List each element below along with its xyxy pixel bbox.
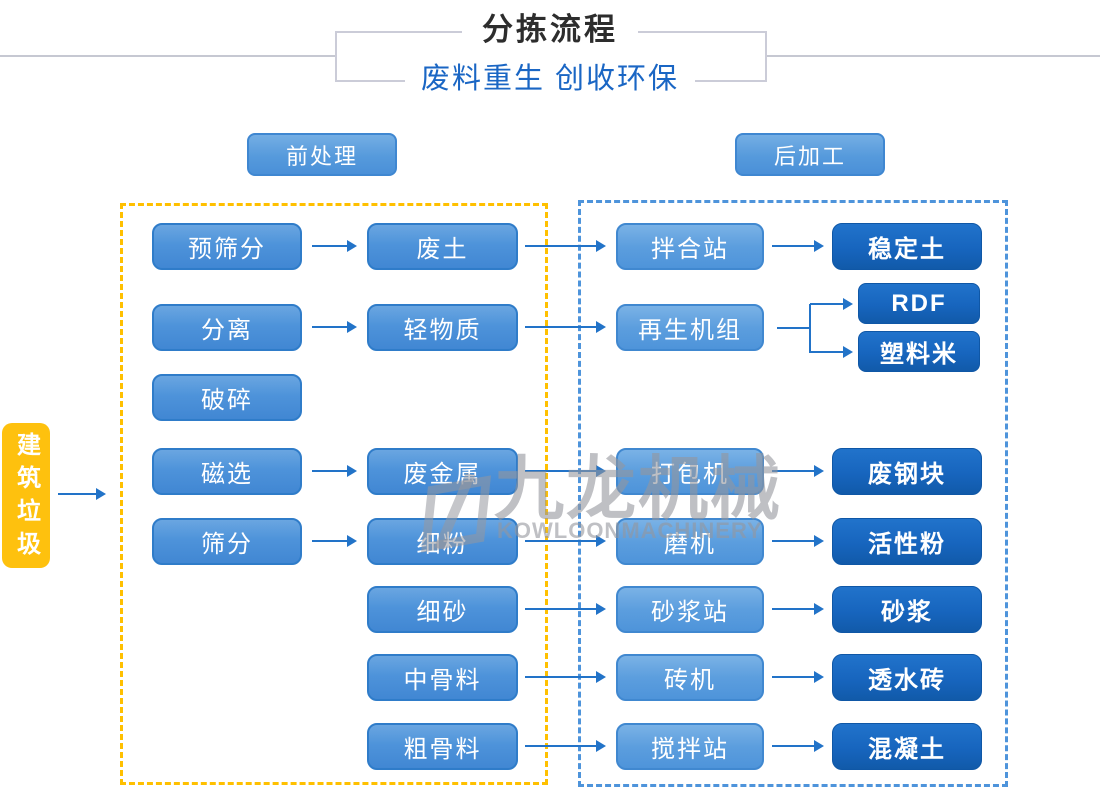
node-step-crushing: 破碎 [152, 374, 302, 421]
node-product-rdf: RDF [858, 283, 980, 324]
arrow-brick-machine-to-permeable-brick [772, 671, 824, 683]
section-label-postprocessing: 后加工 [735, 133, 885, 176]
arrow-concrete-mixer-to-concrete [772, 740, 824, 752]
arrow-scrap-metal-to-baler [525, 465, 606, 477]
arrow-magnetic-to-scrap-metal [312, 465, 357, 477]
node-material-fine-sand: 细砂 [367, 586, 518, 633]
arrow-screening-to-fine-powder [312, 535, 357, 547]
node-process-baler: 打包机 [616, 448, 764, 495]
branch-split-recycling-unit [809, 304, 811, 353]
node-process-mixing-station: 拌合站 [616, 223, 764, 270]
arrow-baler-to-scrap-steel-block [772, 465, 824, 477]
arrow-coarse-aggregate-to-concrete-mixer [525, 740, 606, 752]
node-product-mortar: 砂浆 [832, 586, 982, 633]
arrow-light-matter-to-recycling-unit [525, 321, 606, 333]
node-material-fine-powder: 细粉 [367, 518, 518, 565]
pretreatment-group-frame [120, 203, 548, 785]
arrow-separation-to-light-matter [312, 321, 357, 333]
section-label-pretreatment: 前处理 [247, 133, 397, 176]
arrow-mortar-station-to-mortar [772, 603, 824, 615]
node-process-concrete-mixer: 搅拌站 [616, 723, 764, 770]
node-product-permeable-brick: 透水砖 [832, 654, 982, 701]
node-step-separation: 分离 [152, 304, 302, 351]
node-product-active-powder: 活性粉 [832, 518, 982, 565]
node-product-concrete: 混凝土 [832, 723, 982, 770]
node-construction-waste: 建筑垃圾 [2, 423, 50, 568]
node-material-waste-soil: 废土 [367, 223, 518, 270]
node-process-recycling-unit: 再生机组 [616, 304, 764, 351]
arrow-mill-to-active-powder [772, 535, 824, 547]
page-subtitle: 废料重生 创收环保 [404, 62, 696, 96]
arrow-fine-powder-to-mill [525, 535, 606, 547]
branch-line-recycling-unit [777, 327, 810, 329]
node-product-stabilized-soil: 稳定土 [832, 223, 982, 270]
node-process-brick-machine: 砖机 [616, 654, 764, 701]
page-title: 分拣流程 [462, 12, 638, 48]
node-product-scrap-steel-block: 废钢块 [832, 448, 982, 495]
node-step-magnetic: 磁选 [152, 448, 302, 495]
node-process-mill: 磨机 [616, 518, 764, 565]
node-product-plastic-pellets: 塑料米 [858, 331, 980, 372]
arrow-recycling-unit-to-plastic-pellets [810, 346, 853, 358]
node-material-scrap-metal: 废金属 [367, 448, 518, 495]
node-step-prescreen: 预筛分 [152, 223, 302, 270]
node-material-coarse-aggregate: 粗骨料 [367, 723, 518, 770]
node-process-mortar-station: 砂浆站 [616, 586, 764, 633]
arrow-medium-aggregate-to-brick-machine [525, 671, 606, 683]
node-material-light-matter: 轻物质 [367, 304, 518, 351]
page-subtitle-wrap: 废料重生 创收环保 [0, 62, 1100, 96]
page-title-wrap: 分拣流程 [0, 12, 1100, 48]
arrow-fine-sand-to-mortar-station [525, 603, 606, 615]
arrow-source-to-pretreatment [58, 488, 106, 500]
arrow-recycling-unit-to-rdf [810, 298, 853, 310]
node-material-medium-aggregate: 中骨料 [367, 654, 518, 701]
node-step-screening: 筛分 [152, 518, 302, 565]
postprocessing-group-frame [578, 200, 1008, 787]
arrow-mixing-station-to-stabilized-soil [772, 240, 824, 252]
arrow-prescreen-to-waste-soil [312, 240, 357, 252]
arrow-waste-soil-to-mixing-station [525, 240, 606, 252]
